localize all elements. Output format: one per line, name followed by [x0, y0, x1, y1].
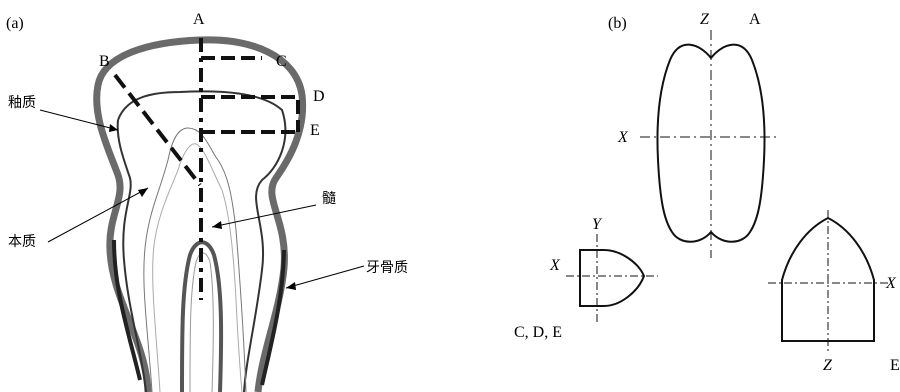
section-cde-shape	[579, 249, 646, 307]
section-line-b	[113, 73, 202, 187]
section-a-x-label: X	[617, 129, 629, 146]
section-label-a: A	[193, 11, 205, 28]
arrowhead-enamel	[109, 124, 118, 132]
label-enamel: 釉质	[8, 95, 36, 111]
arrowhead-pulp	[212, 221, 222, 229]
arrow-dentin	[47, 187, 149, 243]
panel-a-label: (a)	[6, 15, 24, 32]
section-cde-label: C, D, E	[514, 324, 562, 341]
section-e-label: E	[890, 357, 900, 374]
section-label-b: B	[99, 53, 110, 70]
arrow-cementum	[285, 265, 365, 289]
section-e-z-label: Z	[823, 357, 833, 374]
root-bifurcation	[180, 240, 224, 392]
section-label-e: E	[310, 122, 320, 139]
arrowhead-dentin	[138, 188, 148, 197]
section-box-d	[201, 95, 300, 132]
arrow-enamel	[39, 109, 119, 131]
dentin-outline-left	[116, 119, 147, 392]
label-pulp: 髓	[322, 191, 336, 207]
dentin-outline	[117, 90, 287, 392]
section-label-d: D	[313, 88, 325, 105]
section-e-shape	[781, 216, 875, 342]
pulp-inner-line	[152, 143, 243, 392]
cementum-left	[112, 239, 142, 381]
section-a-z-label: Z	[700, 11, 710, 28]
label-cementum: 牙骨质	[366, 260, 408, 276]
section-cde-y-label: Y	[592, 216, 603, 233]
section-cde-x-label: X	[549, 257, 561, 274]
section-e-x-label: X	[885, 275, 897, 292]
section-label-c: C	[276, 53, 287, 70]
label-dentin: 本质	[8, 234, 36, 250]
arrowhead-cementum	[286, 282, 296, 290]
section-a-label: A	[749, 11, 761, 28]
panel-b-label: (b)	[608, 15, 627, 32]
root-bifurcation-inner	[189, 252, 214, 392]
pulp-outline	[143, 127, 247, 392]
cementum-right	[260, 249, 286, 386]
arrow-pulp	[211, 204, 317, 228]
